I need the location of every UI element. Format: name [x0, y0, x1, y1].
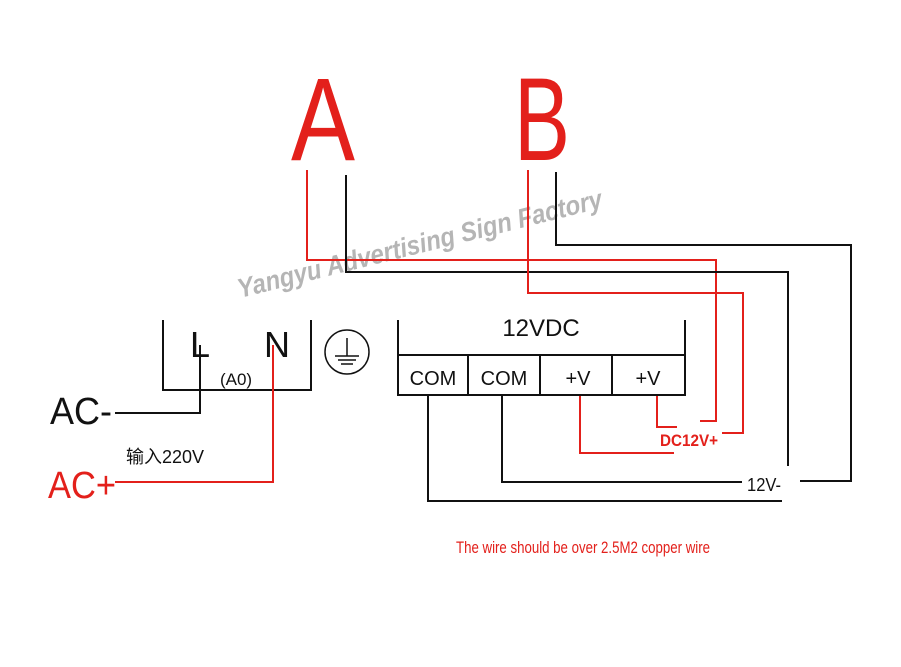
psu-box [397, 320, 686, 396]
terminal-l: L [190, 324, 210, 365]
terminal-com-1: COM [410, 368, 457, 390]
label-input-voltage: 输入220V [126, 447, 204, 467]
wire-v4 [656, 395, 677, 428]
ground-icon [324, 329, 370, 375]
label-dc-minus: 12V- [747, 475, 781, 495]
wire-b-black [555, 172, 852, 482]
terminal-n: N [264, 324, 290, 365]
wire-b-red [527, 170, 744, 434]
label-ac-plus: AC+ [48, 465, 116, 507]
wire-n [115, 345, 274, 483]
wire-v3 [579, 395, 674, 454]
watermark: Yangyu Advertising Sign Factory [234, 184, 607, 304]
terminal-com-2: COM [481, 368, 528, 390]
wire-note: The wire should be over 2.5M2 copper wir… [456, 538, 710, 557]
label-a: A [291, 54, 355, 186]
wire-a-red [306, 170, 717, 422]
wire-com2 [501, 395, 742, 483]
terminal-v-1: +V [565, 368, 591, 390]
terminal-v-2: +V [635, 368, 661, 390]
wire-l [115, 345, 201, 414]
label-a0: (A0) [220, 370, 252, 389]
label-b: B [514, 54, 570, 186]
label-ac-minus: AC- [50, 391, 112, 433]
wire-com1 [427, 395, 782, 502]
psu-title: 12VDC [502, 315, 579, 342]
ac-terminal-box [162, 320, 312, 391]
wire-a-black [345, 175, 789, 466]
label-dc-plus: DC12V+ [660, 431, 718, 450]
